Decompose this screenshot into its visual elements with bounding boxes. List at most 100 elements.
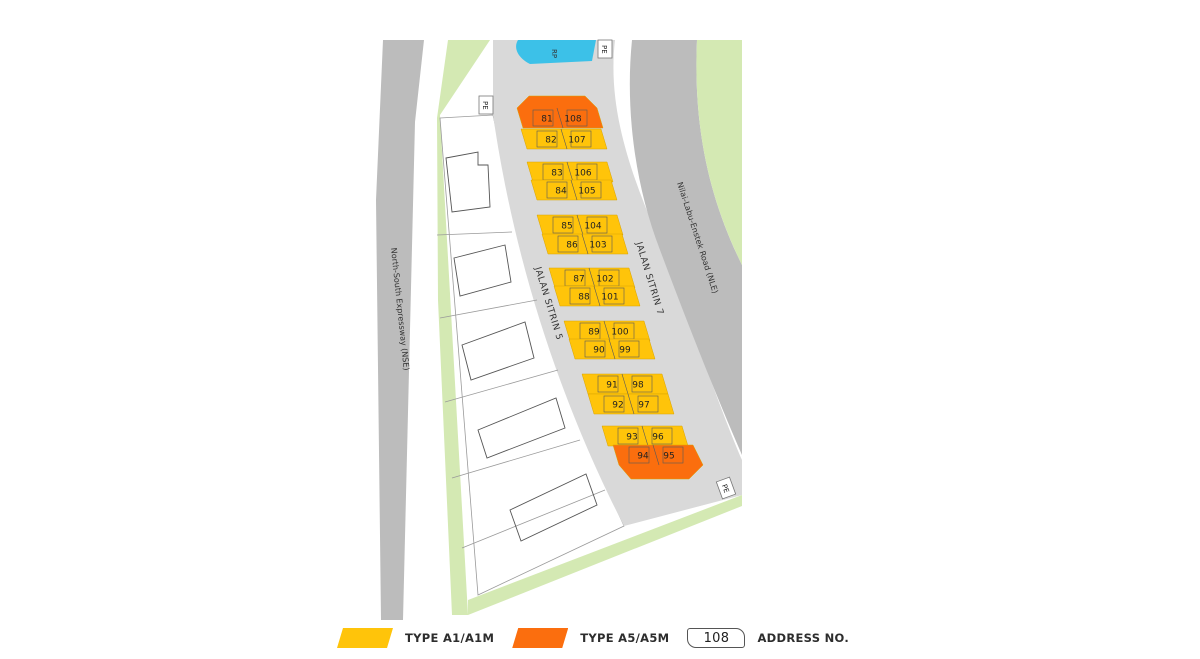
house-outline bbox=[637, 395, 659, 413]
svg-text:PE: PE bbox=[481, 101, 489, 110]
type-a5-swatch bbox=[512, 628, 568, 648]
lot-address-number: 94 bbox=[637, 452, 649, 462]
lot-row: 85 104 bbox=[536, 214, 624, 236]
house-outline bbox=[552, 216, 574, 234]
house-outline bbox=[586, 216, 608, 234]
lot-address-number: 97 bbox=[638, 401, 649, 411]
lot-row: 92 97 bbox=[587, 393, 675, 415]
lot-divider bbox=[556, 107, 564, 129]
nle-highway bbox=[629, 40, 742, 455]
lot-address-number: 86 bbox=[566, 241, 578, 251]
lot-divider bbox=[570, 179, 578, 201]
house-outline bbox=[597, 375, 619, 393]
lot-divider bbox=[588, 267, 596, 289]
house-outline bbox=[580, 181, 602, 199]
lot-address-number: 106 bbox=[574, 169, 591, 179]
address-sample-box: 108 bbox=[687, 628, 746, 648]
nse-highway bbox=[376, 40, 424, 620]
lot-divider bbox=[566, 161, 574, 183]
legend-type-a1: TYPE A1/A1M bbox=[337, 628, 494, 648]
lot-address-number: 91 bbox=[606, 381, 617, 391]
lot-row: 82 107 bbox=[520, 128, 608, 150]
lot-address-number: 103 bbox=[589, 241, 606, 251]
house-outline bbox=[617, 427, 639, 445]
lot-row: 91 98 bbox=[581, 373, 669, 395]
pe-marker-bottom: PE bbox=[715, 476, 737, 500]
lot-divider bbox=[576, 214, 584, 236]
legend-type-a1-label: TYPE A1/A1M bbox=[405, 631, 495, 645]
lot-address-number: 96 bbox=[652, 433, 664, 443]
lot-divider bbox=[652, 444, 660, 466]
right-green-strip bbox=[696, 40, 742, 265]
house-outline bbox=[618, 340, 640, 358]
lot-divider bbox=[593, 285, 601, 307]
lot-divider bbox=[560, 128, 568, 150]
house-outline bbox=[603, 395, 625, 413]
house-outline bbox=[532, 109, 554, 127]
lot-address-number: 99 bbox=[619, 346, 631, 356]
lot-row: 83 106 bbox=[526, 161, 614, 183]
house-outline bbox=[662, 446, 684, 464]
lot-row: 93 96 bbox=[601, 425, 689, 447]
lot-address-number: 83 bbox=[551, 169, 562, 179]
plot-building-outlines bbox=[445, 151, 598, 542]
house-outline bbox=[591, 235, 613, 253]
house-outline bbox=[603, 287, 625, 305]
lot-address-number: 104 bbox=[584, 222, 601, 232]
svg-text:PE: PE bbox=[600, 45, 608, 54]
bottom-green-strip bbox=[468, 495, 742, 615]
house-outline bbox=[570, 130, 592, 148]
lot-address-number: 89 bbox=[588, 328, 600, 338]
lot-address-number: 93 bbox=[626, 433, 637, 443]
lot-row: 94 95 bbox=[612, 444, 704, 480]
lot-divider bbox=[621, 373, 629, 395]
legend-type-a5-label: TYPE A5/A5M bbox=[580, 631, 670, 645]
house-outline bbox=[651, 427, 673, 445]
lot-address-number: 92 bbox=[612, 401, 623, 411]
lot-divider bbox=[608, 338, 616, 360]
svg-text:PE: PE bbox=[720, 483, 730, 494]
house-outline bbox=[566, 109, 588, 127]
lot-address-number: 102 bbox=[596, 275, 613, 285]
lot-divider bbox=[641, 425, 649, 447]
lot-divider bbox=[603, 320, 611, 342]
lot-address-number: 101 bbox=[601, 293, 618, 303]
legend-type-a5: TYPE A5/A5M bbox=[512, 628, 669, 648]
plot-dividers bbox=[436, 231, 606, 549]
lot-row: 87 102 bbox=[548, 267, 636, 289]
house-outline bbox=[546, 181, 568, 199]
left-green-strip bbox=[437, 40, 490, 615]
lot-address-number: 87 bbox=[573, 275, 584, 285]
rp-pond bbox=[516, 40, 596, 64]
lot-address-number: 95 bbox=[663, 452, 674, 462]
house-outline bbox=[628, 446, 650, 464]
pe-marker-top: PE bbox=[597, 39, 613, 59]
house-outline bbox=[631, 375, 653, 393]
legend-address: 108 ADDRESS NO. bbox=[687, 628, 849, 648]
lot-divider bbox=[627, 393, 635, 415]
lot-address-number: 81 bbox=[541, 115, 552, 125]
lot-type-a5 bbox=[516, 95, 604, 129]
lot-address-number: 88 bbox=[578, 293, 590, 303]
type-a1-swatch bbox=[337, 628, 393, 648]
lot-row: 89 100 bbox=[563, 320, 651, 342]
legend: TYPE A1/A1M TYPE A5/A5M 108 ADDRESS NO. bbox=[337, 626, 867, 650]
lot-address-number: 107 bbox=[568, 136, 585, 146]
lot-divider bbox=[581, 233, 589, 255]
lot-address-number: 85 bbox=[561, 222, 572, 232]
lot-address-number: 90 bbox=[593, 346, 605, 356]
lot-row: 88 101 bbox=[553, 285, 641, 307]
lot-address-number: 82 bbox=[545, 136, 556, 146]
house-outline bbox=[569, 287, 591, 305]
lot-row: 90 99 bbox=[568, 338, 656, 360]
house-outline bbox=[557, 235, 579, 253]
lot-address-number: 105 bbox=[578, 187, 595, 197]
lot-address-number: 98 bbox=[632, 381, 644, 391]
lot-address-number: 100 bbox=[611, 328, 628, 338]
house-outline bbox=[584, 340, 606, 358]
pe-marker-left: PE bbox=[478, 95, 494, 115]
